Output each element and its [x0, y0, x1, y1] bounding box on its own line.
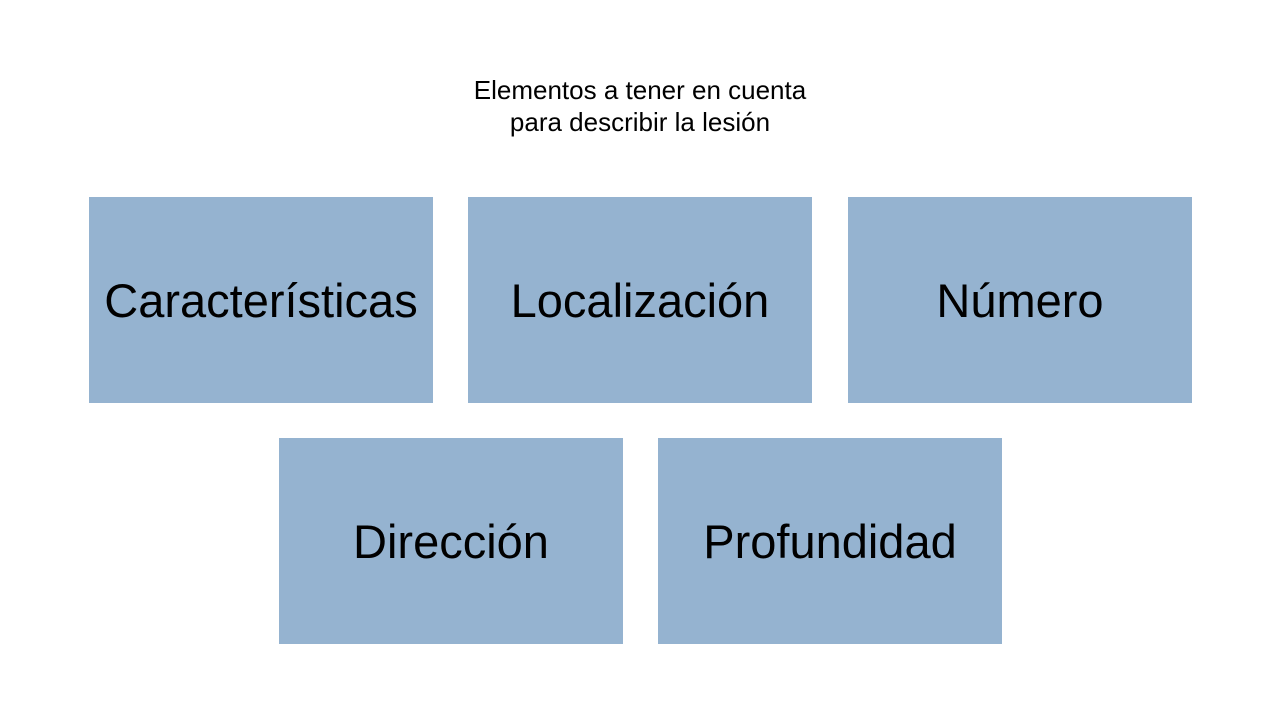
slide-title-line-2: para describir la lesión: [509, 107, 771, 137]
box-direccion: Dirección: [279, 438, 623, 644]
slide-title: Elementos a tener en cuenta para describ…: [340, 74, 940, 138]
box-label: Características: [104, 273, 418, 327]
box-label: Dirección: [353, 514, 549, 568]
box-label: Profundidad: [703, 514, 957, 568]
box-localizacion: Localización: [468, 197, 812, 403]
slide-title-line-1: Elementos a tener en cuenta: [473, 75, 807, 105]
box-caracteristicas: Características: [89, 197, 433, 403]
box-label: Localización: [510, 273, 770, 327]
box-profundidad: Profundidad: [658, 438, 1002, 644]
box-label: Número: [936, 273, 1104, 327]
box-numero: Número: [848, 197, 1192, 403]
